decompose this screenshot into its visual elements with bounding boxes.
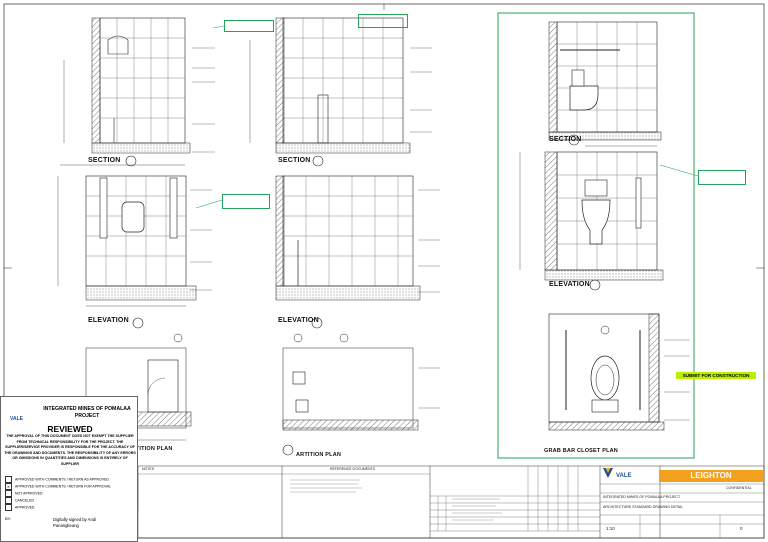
signature-line-2: Panangkeang bbox=[53, 522, 79, 528]
elevation-view-3 bbox=[519, 151, 664, 291]
notes-label: NOTES bbox=[142, 467, 155, 471]
stamp-by-label: BY: bbox=[5, 516, 12, 521]
stamp-option: APPROVED bbox=[5, 504, 137, 511]
revision-value: 0 bbox=[740, 526, 743, 531]
stamp-option: NOT APPROVED bbox=[5, 490, 137, 497]
view-title-section-2: SECTION bbox=[278, 157, 311, 164]
drawing-title: ARCHITECTURE STANDARD DRAWING DETAIL bbox=[603, 505, 684, 509]
review-stamp: INTEGRATED MINES OF POMALAA PROJECT VALE… bbox=[0, 396, 138, 542]
revision-cloud-note-2 bbox=[358, 14, 408, 28]
checkbox bbox=[5, 490, 12, 497]
stamp-disclaimer: THE APPROVAL OF THIS DOCUMENT DOES NOT E… bbox=[4, 434, 136, 466]
project-title: INTEGRATED MINES OF POMALAA PROJECT bbox=[603, 495, 681, 499]
view-title-grab-bar-plan: GRAB BAR CLOSET PLAN bbox=[544, 448, 618, 454]
stamp-option: CANCELED bbox=[5, 497, 137, 504]
stamp-signature-text: Digitally signed by Andi Panangkeang bbox=[53, 517, 96, 528]
stamp-project-name: INTEGRATED MINES OF POMALAA PROJECT bbox=[43, 406, 131, 419]
stamp-option-label: APPROVED bbox=[15, 505, 35, 510]
view-title-section-3: SECTION bbox=[549, 136, 582, 143]
stamp-option-label: APPROVED WITH COMMENTS / RETURN FOR APPR… bbox=[15, 484, 112, 489]
revision-cloud-note-4 bbox=[698, 170, 746, 185]
view-title-elevation-1: ELEVATION bbox=[88, 317, 129, 324]
reference-documents-label: REFERENCE DOCUMENTS bbox=[330, 467, 376, 471]
partition-plan-view-2 bbox=[282, 333, 440, 456]
view-title-elevation-3: ELEVATION bbox=[549, 281, 590, 288]
section-view-3 bbox=[548, 21, 662, 147]
revision-cloud-note-1 bbox=[224, 20, 274, 32]
stamp-option: APPROVED WITH COMMENTS / RETURN AS APPRO… bbox=[5, 476, 137, 483]
stamp-status: REVIEWED bbox=[47, 424, 93, 434]
elevation-view-2 bbox=[275, 175, 440, 329]
stamp-option-label: APPROVED WITH COMMENTS / RETURN AS APPRO… bbox=[15, 477, 109, 482]
scale-value: 1:10 bbox=[606, 526, 615, 531]
client-logo-text: VALE bbox=[616, 473, 632, 479]
highlighted-note: SUBMIT FOR CONSTRUCTION bbox=[676, 372, 756, 379]
view-title-elevation-2: ELEVATION bbox=[278, 317, 319, 324]
title-block bbox=[137, 465, 765, 539]
elevation-view-1 bbox=[57, 175, 212, 329]
revision-cloud-right bbox=[497, 12, 695, 459]
section-view-1 bbox=[60, 17, 215, 167]
view-title-section-1: SECTION bbox=[88, 157, 121, 164]
checkbox bbox=[5, 497, 12, 504]
checkbox bbox=[5, 476, 12, 483]
grab-bar-plan-view bbox=[548, 313, 690, 431]
leighton-logo: LEIGHTON bbox=[659, 470, 763, 482]
view-title-partition-plan-2: ARTITION PLAN bbox=[296, 452, 342, 458]
signature-line-1: Digitally signed by Andi bbox=[53, 517, 97, 522]
stamp-option-label: NOT APPROVED bbox=[15, 491, 43, 496]
section-view-2 bbox=[249, 17, 432, 167]
stamp-option-label: CANCELED bbox=[15, 498, 35, 503]
checkbox bbox=[5, 504, 12, 511]
checkbox: X bbox=[5, 483, 12, 490]
revision-cloud-note-3 bbox=[222, 194, 270, 209]
vale-logo-text: VALE bbox=[10, 416, 23, 422]
confidential-label: CONFIDENTIAL bbox=[726, 486, 752, 490]
view-title-partition-plan: PARTITION PLAN bbox=[124, 446, 173, 452]
